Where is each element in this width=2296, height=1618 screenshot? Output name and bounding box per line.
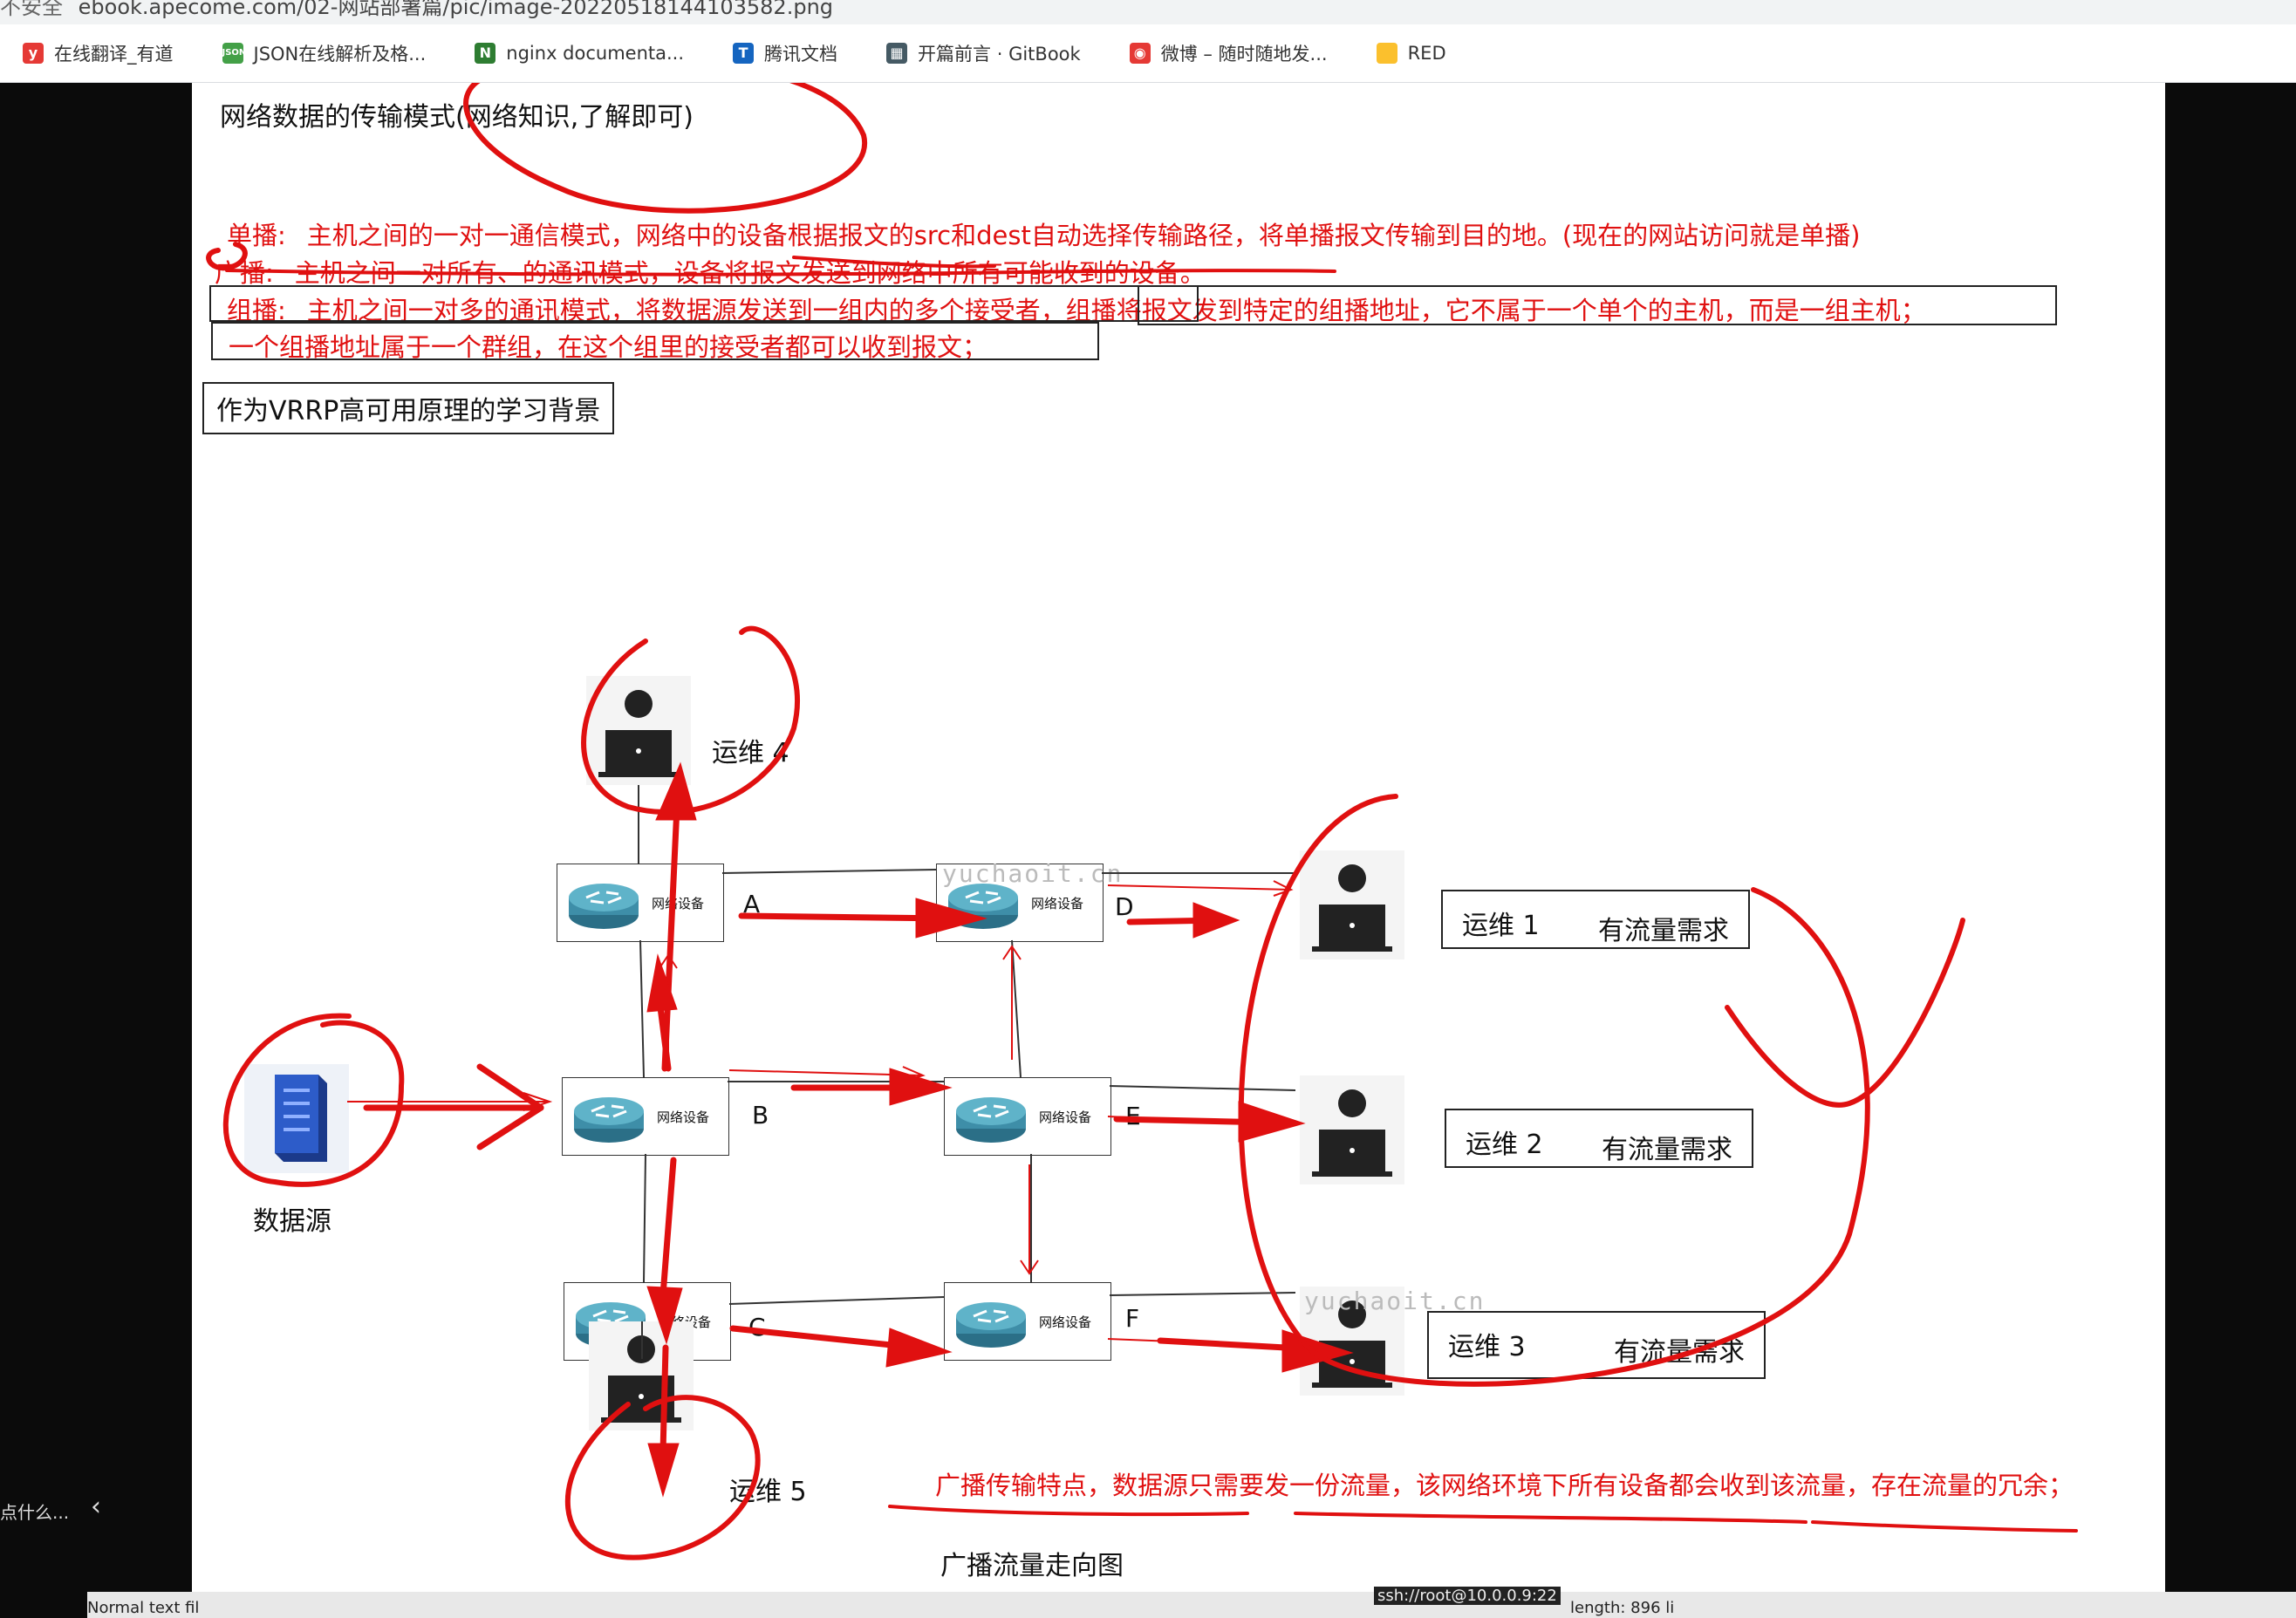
multicast-box-3 xyxy=(211,322,1099,360)
ops1-need: 有流量需求 xyxy=(1598,916,1729,946)
multicast-definition-cont: 一个组播地址属于一个群组，在这个组里的接受者都可以收到报文； xyxy=(229,332,988,362)
hand-drawn-underlines xyxy=(225,256,2078,1533)
bookmark-weibo[interactable]: ◉ 微博 – 随时随地发... xyxy=(1107,40,1328,66)
user-laptop-icon xyxy=(598,690,679,777)
user-laptop-icon xyxy=(1312,1089,1392,1177)
ops1-box: 运维 1 有流量需求 xyxy=(1441,890,1750,949)
hand-drawn-circles xyxy=(206,83,1965,1560)
annotation-layer xyxy=(206,83,2078,1560)
bookmark-label: RED xyxy=(1407,43,1446,64)
bookmark-label: 微博 – 随时随地发... xyxy=(1160,44,1328,65)
router-icon xyxy=(948,884,1018,929)
unicast-text: 主机之间的一对一通信模式，网络中的设备根据报文的src和dest自动选择传输路径… xyxy=(306,221,1861,250)
background-label: 作为VRRP高可用原理的学习背景 xyxy=(202,382,615,434)
topology-links xyxy=(638,785,1296,1359)
ops2-user xyxy=(1300,1075,1404,1184)
chevron-left-icon[interactable]: ‹ xyxy=(91,1492,101,1522)
node-letter-a: A xyxy=(743,890,761,918)
node-letter-e: E xyxy=(1125,1102,1141,1130)
server-icon xyxy=(275,1075,327,1162)
bookmarks-bar: y 在线翻译_有道 JSON JSON在线解析及格... N nginx doc… xyxy=(0,24,2296,83)
device-label: 网络设备 xyxy=(657,1109,710,1125)
ops3-name: 运维 3 xyxy=(1448,1332,1526,1362)
data-source xyxy=(244,1064,349,1173)
bookmark-label: nginx documenta... xyxy=(506,43,685,64)
thick-flow-arrows xyxy=(363,761,1354,1498)
router-icon xyxy=(956,1097,1026,1143)
device-label: 网络设备 xyxy=(1039,1314,1092,1330)
length-status: length: 896 li xyxy=(1570,1599,1675,1617)
router-icon xyxy=(569,884,639,929)
ops2-name: 运维 2 xyxy=(1466,1130,1543,1160)
router-icon xyxy=(574,1097,644,1143)
security-label[interactable]: 不安全 xyxy=(0,0,63,19)
broadcast-term: 广播: xyxy=(215,258,274,288)
network-device-e: 网络设备 xyxy=(944,1077,1111,1156)
watermark: yuchaoit.cn xyxy=(942,859,1124,888)
network-device-d: 网络设备 xyxy=(936,864,1104,942)
multicast-box-1 xyxy=(209,285,1199,322)
network-device-f: 网络设备 xyxy=(944,1282,1111,1361)
diagram-caption: 广播流量走向图 xyxy=(940,1551,1124,1581)
status-bar: Normal text fil ssh://root@10.0.0.9:22 l… xyxy=(87,1587,2296,1618)
broadcast-note: 广播传输特点，数据源只需要发一份流量，该网络环境下所有设备都会收到该流量，存在流… xyxy=(935,1471,2074,1500)
node-letter-d: D xyxy=(1115,892,1134,921)
device-label: 网络设备 xyxy=(1031,896,1084,911)
unicast-definition: 单播:主机之间的一对一通信模式，网络中的设备根据报文的src和dest自动选择传… xyxy=(227,215,1860,252)
data-source-label: 数据源 xyxy=(253,1206,331,1237)
bookmark-gitbook[interactable]: ▦ 开篇前言 · GitBook xyxy=(864,40,1081,66)
image-canvas: 网络数据的传输模式(网络知识,了解即可) 单播:主机之间的一对一通信模式，网络中… xyxy=(192,83,2165,1592)
os-side-text[interactable]: 点什么... xyxy=(0,1502,70,1523)
bookmark-tencent-docs[interactable]: T 腾讯文档 xyxy=(710,40,837,66)
ops2-box: 运维 2 有流量需求 xyxy=(1445,1109,1753,1168)
watermark: yuchaoit.cn xyxy=(1304,1287,1486,1315)
bookmark-label: 开篇前言 · GitBook xyxy=(918,44,1081,65)
ops4-user xyxy=(586,676,691,785)
node-letter-f: F xyxy=(1125,1304,1140,1333)
address-bar[interactable]: 不安全 ebook.apecome.com/02-网站部署篇/pic/image… xyxy=(0,0,2296,24)
ssh-status: ssh://root@10.0.0.9:22 xyxy=(1374,1587,1561,1605)
multicast-box-2 xyxy=(1138,285,2057,325)
bookmark-red[interactable]: RED xyxy=(1354,43,1446,64)
network-device-b: 网络设备 xyxy=(562,1077,729,1156)
json-icon: JSON xyxy=(222,43,246,64)
ops1-name: 运维 1 xyxy=(1462,911,1540,941)
nginx-icon: N xyxy=(475,43,496,64)
book-icon: ▦ xyxy=(886,43,908,64)
page-title: 网络数据的传输模式(网络知识,了解即可) xyxy=(220,102,694,133)
network-device-a: 网络设备 xyxy=(557,864,724,942)
router-icon xyxy=(956,1302,1026,1348)
os-side-panel: 点什么... ‹ xyxy=(0,1483,109,1535)
device-label: 网络设备 xyxy=(652,896,705,911)
ops1-user xyxy=(1300,850,1404,959)
bookmark-label: 腾讯文档 xyxy=(764,44,838,65)
weibo-icon: ◉ xyxy=(1129,43,1151,64)
bookmark-youdao[interactable]: y 在线翻译_有道 xyxy=(0,40,174,66)
youdao-icon: y xyxy=(23,43,44,64)
bookmark-label: 在线翻译_有道 xyxy=(54,44,174,65)
tencent-docs-icon: T xyxy=(733,43,755,64)
bookmark-nginx[interactable]: N nginx documenta... xyxy=(452,43,684,64)
url-text[interactable]: ebook.apecome.com/02-网站部署篇/pic/image-202… xyxy=(78,0,834,19)
file-type-status: Normal text fil xyxy=(87,1599,200,1617)
folder-icon xyxy=(1376,43,1397,64)
bookmark-label: JSON在线解析及格... xyxy=(253,44,427,65)
bookmark-json[interactable]: JSON JSON在线解析及格... xyxy=(200,40,427,66)
node-letter-b: B xyxy=(752,1101,769,1130)
user-laptop-icon xyxy=(1312,864,1392,952)
device-label: 网络设备 xyxy=(1039,1109,1092,1125)
ops2-need: 有流量需求 xyxy=(1602,1135,1732,1165)
